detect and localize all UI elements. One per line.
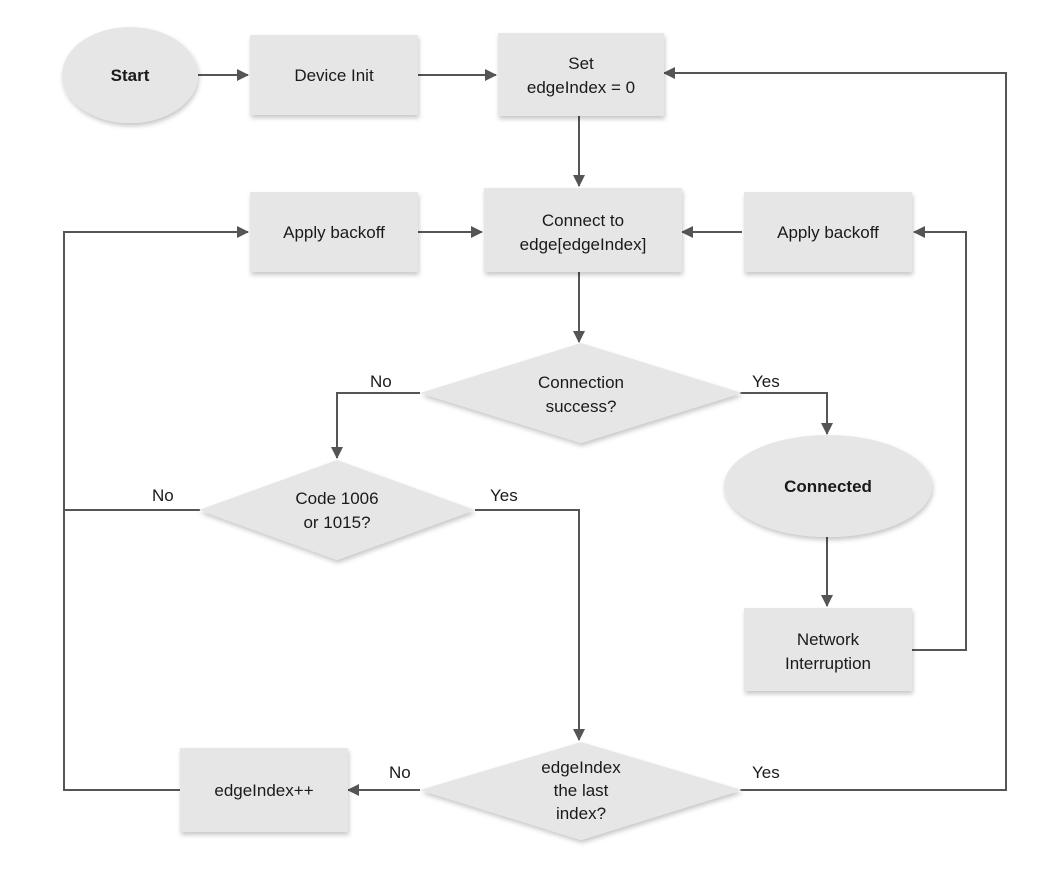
label-success-yes: Yes [752, 372, 780, 391]
nodes: Start Device Init Set edgeIndex = 0 Appl… [62, 27, 932, 840]
node-last-index-shape [420, 742, 742, 840]
node-conn-success-line2: success? [546, 397, 617, 416]
node-backoff-left: Apply backoff [250, 192, 418, 272]
label-last-yes: Yes [752, 763, 780, 782]
label-code-yes: Yes [490, 486, 518, 505]
node-start-label: Start [111, 66, 150, 85]
node-net-interrupt-shape [744, 608, 912, 691]
node-last-index: edgeIndex the last index? [420, 742, 742, 840]
node-set-edge-line1: Set [568, 54, 594, 73]
node-connected: Connected [724, 435, 932, 537]
node-start-shape [62, 27, 198, 123]
node-edge-inc-shape [180, 748, 348, 832]
node-backoff-right-label: Apply backoff [777, 223, 879, 242]
node-code-check-line2: or 1015? [303, 513, 370, 532]
node-last-index-line2: the last [554, 781, 609, 800]
node-connect-shape [484, 188, 682, 272]
node-edge-inc-label: edgeIndex++ [214, 781, 313, 800]
node-code-check-shape [199, 460, 475, 560]
node-set-edge: Set edgeIndex = 0 [498, 33, 664, 116]
label-success-no: No [370, 372, 392, 391]
node-connected-label: Connected [784, 477, 872, 496]
edge-success-no [331, 392, 420, 459]
node-last-index-line3: index? [556, 804, 606, 823]
node-code-check-line1: Code 1006 [295, 489, 378, 508]
node-connect-line1: Connect to [542, 211, 624, 230]
edge-inc-backoffL [63, 510, 180, 791]
node-device-init: Device Init [250, 35, 418, 115]
node-backoff-left-label: Apply backoff [283, 223, 385, 242]
node-backoff-right: Apply backoff [744, 192, 912, 272]
edge-success-yes [740, 392, 833, 435]
node-net-interrupt: Network Interruption [744, 608, 912, 691]
edge-code-yes [475, 509, 585, 741]
node-net-interrupt-line1: Network [797, 630, 860, 649]
node-conn-success-shape [420, 343, 742, 443]
node-set-edge-shape [498, 33, 664, 116]
node-backoff-left-shape [250, 192, 418, 272]
node-last-index-line1: edgeIndex [541, 758, 621, 777]
node-connect: Connect to edge[edgeIndex] [484, 188, 682, 272]
node-device-init-label: Device Init [294, 66, 374, 85]
node-set-edge-line2: edgeIndex = 0 [527, 78, 635, 97]
node-net-interrupt-line2: Interruption [785, 654, 871, 673]
node-device-init-shape [250, 35, 418, 115]
node-connect-line2: edge[edgeIndex] [520, 235, 647, 254]
label-last-no: No [389, 763, 411, 782]
node-edge-inc: edgeIndex++ [180, 748, 348, 832]
node-connected-shape [724, 435, 932, 537]
edge-code-no [63, 226, 249, 511]
edge-last-yes [663, 67, 1007, 791]
node-start: Start [62, 27, 198, 123]
edge-labels: No Yes No Yes No Yes [152, 372, 780, 782]
edges [63, 67, 1007, 796]
label-code-no: No [152, 486, 174, 505]
node-conn-success: Connection success? [420, 343, 742, 443]
node-conn-success-line1: Connection [538, 373, 624, 392]
node-code-check: Code 1006 or 1015? [199, 460, 475, 560]
node-backoff-right-shape [744, 192, 912, 272]
edge-net-backoffR [912, 226, 967, 651]
